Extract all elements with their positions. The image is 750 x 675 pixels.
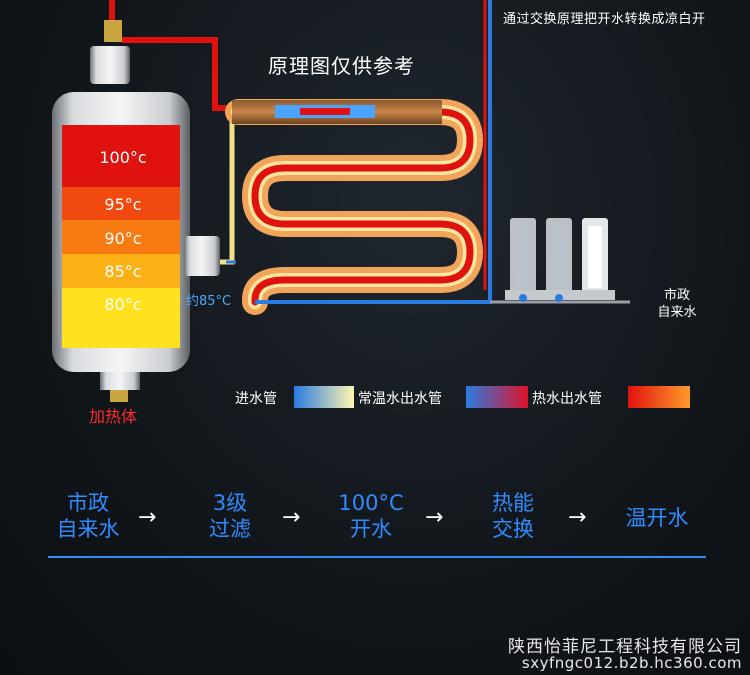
process-arrow-3: → [425,505,444,530]
process-step-exchange-line1: 热能 [492,491,534,515]
temp-label-95: 95°c [104,195,142,214]
process-step-exchange-line2: 交换 [492,517,534,541]
source-label-line1: 市政 [663,288,690,303]
process-step-warm: 温开水 [612,505,702,531]
diagram-title: 原理图仅供参考 [268,54,415,78]
tank-level-90 [62,220,180,254]
side-fitting [184,236,220,276]
process-step-source: 市政 自来水 [40,490,136,542]
valve-icon [104,20,122,42]
process-step-source-line1: 市政 [67,491,109,515]
outlet-temp-label: 约85°C [186,294,232,309]
temp-label-80: 80°c [104,295,142,314]
tank-level-100 [62,125,180,187]
tank-level-80 [62,288,180,348]
warm-pipe [220,115,238,265]
temp-label-85: 85°c [104,262,142,281]
copper-hot-core [300,108,350,115]
legend-hot-label: 热水出水管 [532,391,602,407]
source-label: 市政 自来水 [657,287,697,321]
process-step-warm-line1: 温开水 [625,506,689,530]
process-step-filter-line2: 过滤 [209,517,251,541]
legend-inlet-label: 进水管 [235,391,277,407]
temp-label-90: 90°c [104,229,142,248]
principle-note: 通过交换原理把开水转换成凉白开 [503,12,706,27]
process-step-exchange: 热能 交换 [470,490,556,542]
top-fitting [90,46,130,84]
process-step-boil: 100°C 开水 [328,490,414,542]
process-arrow-1: → [138,505,157,530]
process-step-boil-line2: 开水 [350,517,392,541]
tank-base [100,372,140,390]
process-step-filter: 3级 过滤 [190,490,270,542]
company-site: sxyfngc012.b2b.hc360.com [521,654,742,672]
heater-connector [110,390,128,402]
tank-level-95 [62,187,180,220]
process-step-source-line2: 自来水 [56,517,120,541]
filter-units [505,218,615,302]
source-label-line2: 自来水 [657,305,697,320]
legend-hot-swatch [628,386,690,408]
temp-label-100: 100°c [99,148,147,167]
process-step-filter-line1: 3级 [212,491,248,515]
process-arrow-2: → [282,505,301,530]
company-name: 陕西怡菲尼工程科技有限公司 [508,637,742,657]
legend-inlet-swatch [294,386,354,408]
process-arrow-4: → [568,505,587,530]
legend-normal-swatch [466,386,528,408]
process-step-boil-line1: 100°C [338,491,404,515]
legend-normal-label: 常温水出水管 [358,391,442,407]
heat-exchanger [225,99,483,315]
tank-level-85 [62,254,180,288]
heater-label: 加热体 [89,407,138,426]
